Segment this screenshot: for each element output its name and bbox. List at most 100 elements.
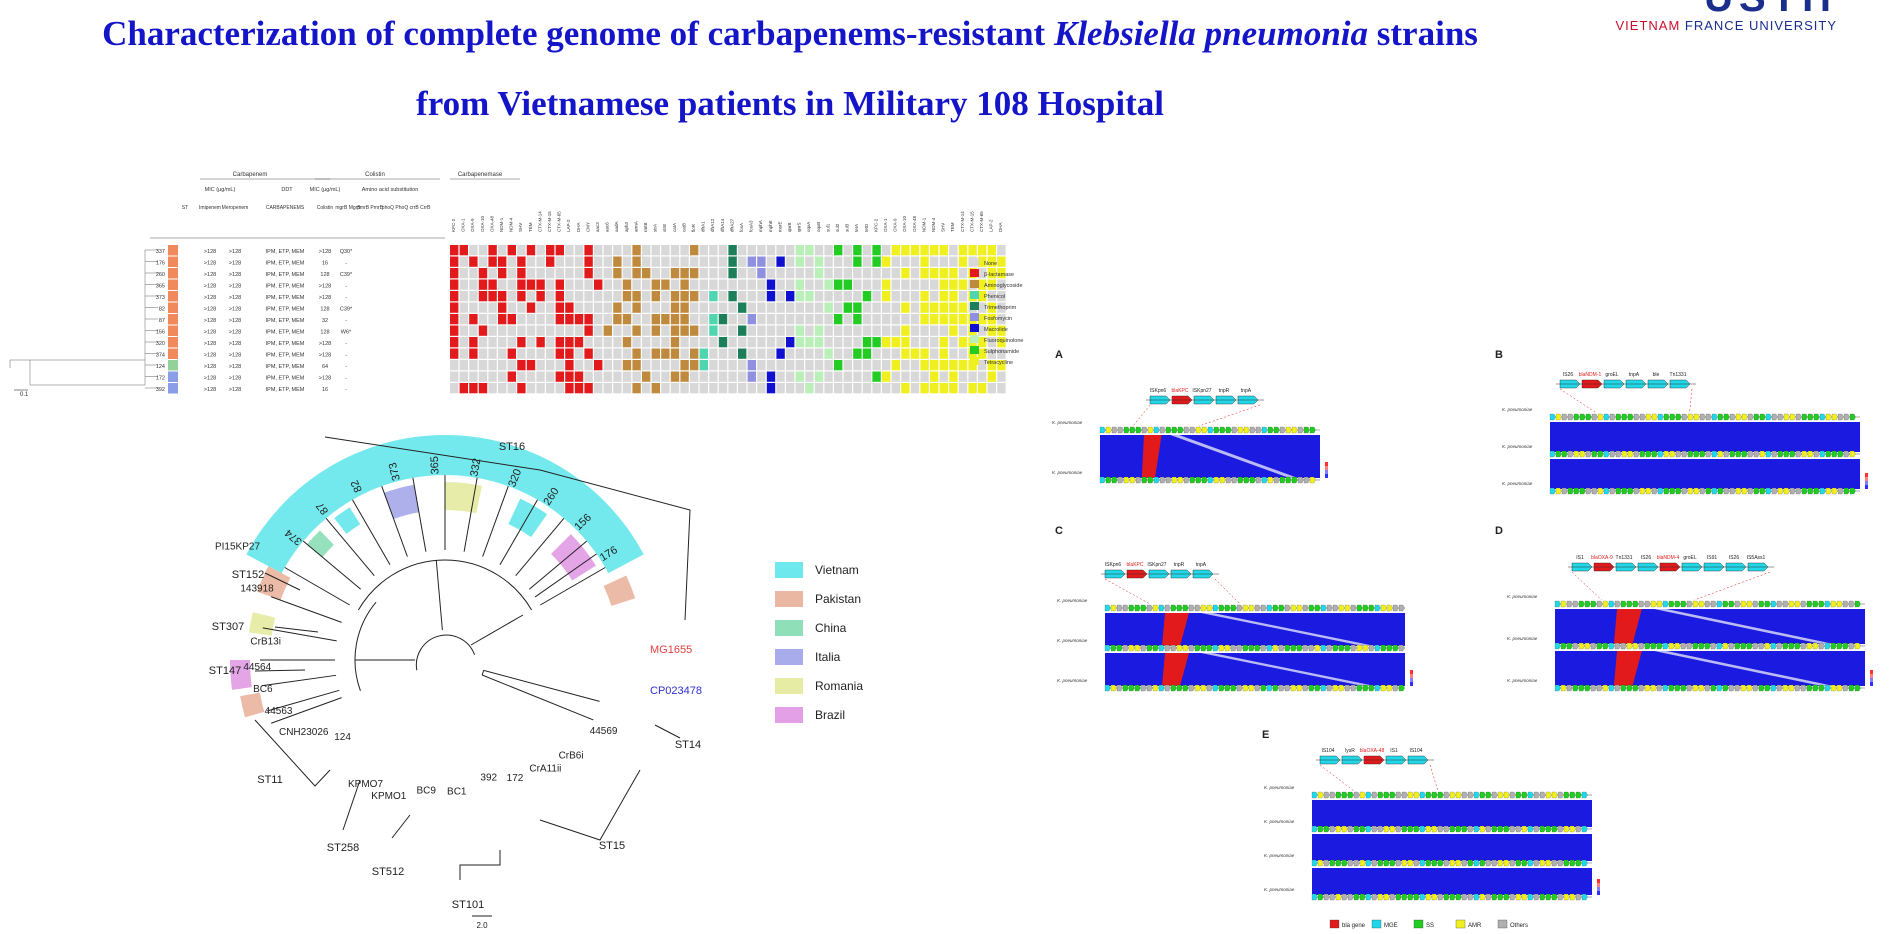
gene-cell — [651, 302, 660, 313]
gene-arrow — [1350, 684, 1357, 692]
gene-arrow — [1723, 450, 1730, 458]
gene-cell — [661, 279, 670, 290]
gene-arrow — [1818, 600, 1825, 608]
gene-cell — [738, 256, 747, 267]
gene-cell — [498, 360, 507, 371]
gene-arrow — [1615, 450, 1622, 458]
gene-cell — [526, 245, 536, 256]
tree-branch — [528, 540, 588, 590]
zoom-gene-label: ISKpn6 — [1150, 388, 1167, 394]
gene-arrow — [1332, 644, 1339, 652]
gene-arrow — [1584, 600, 1591, 608]
gene-cell — [891, 256, 900, 267]
gene-arrow — [1105, 426, 1112, 434]
gene-cell — [882, 325, 891, 336]
gene-cell — [450, 360, 459, 371]
gene-arrow — [1254, 604, 1261, 612]
gene-arrow — [1266, 644, 1273, 652]
zoom-guide — [1559, 388, 1597, 414]
gene-arrow — [1843, 487, 1850, 495]
gene-cell — [478, 279, 488, 290]
gene-column-header: OXA-10 — [902, 215, 907, 232]
gene-column-header: fosA — [739, 223, 744, 232]
gene-column-header: CTX-M-14 — [960, 211, 965, 232]
alignment-band — [1550, 459, 1860, 489]
gene-cell — [670, 325, 680, 336]
gene-arrow — [1515, 859, 1522, 867]
gene-cell — [507, 245, 516, 256]
gene-cell — [728, 245, 737, 256]
country-legend-swatch — [775, 591, 803, 607]
gene-cell — [776, 302, 785, 313]
gene-arrow — [1188, 604, 1195, 612]
gene-arrow — [1687, 413, 1694, 421]
gene-column-header: aph3 — [624, 221, 629, 232]
gene-arrow — [1578, 684, 1585, 692]
gene-cell — [594, 348, 603, 359]
identity-colorbar — [1597, 879, 1600, 883]
gene-arrow — [1551, 825, 1558, 833]
gene-cell — [555, 245, 564, 256]
gene-cell — [718, 291, 728, 302]
gene-cell — [786, 256, 795, 267]
zoom-guide — [1198, 404, 1261, 427]
gene-arrow — [1795, 450, 1802, 458]
gene-arrow — [1242, 684, 1249, 692]
gene-arrow — [1260, 684, 1267, 692]
gene-cell — [469, 302, 478, 313]
gene-cell — [574, 383, 584, 394]
gene-cell — [805, 245, 814, 256]
alignment-band — [1550, 422, 1860, 452]
gene-arrow — [1242, 644, 1249, 652]
colistin-mic: 128 — [320, 272, 329, 278]
gene-arrow — [1356, 604, 1363, 612]
ddt-value: IPM, ETP, MEM — [266, 295, 305, 301]
gene-arrow — [1285, 426, 1292, 434]
zoom-gene-label: tnpR — [1174, 562, 1185, 568]
gene-arrow — [1735, 487, 1742, 495]
ddt-value: IPM, ETP, MEM — [266, 272, 305, 278]
gene-arrow — [1371, 859, 1378, 867]
leaf-label: 124 — [334, 732, 351, 743]
gene-cell — [498, 245, 507, 256]
track-label: K. pneumoniae — [1507, 594, 1538, 599]
gene-arrow — [1746, 642, 1753, 650]
colistin-mic: 16 — [322, 261, 328, 267]
gene-cell — [901, 371, 910, 382]
gene-cell — [459, 337, 468, 348]
gene-arrow — [1770, 600, 1777, 608]
gene-cell — [776, 383, 785, 394]
gene-arrow — [1314, 684, 1321, 692]
gene-arrow — [1140, 604, 1147, 612]
gene-arrow — [1806, 642, 1813, 650]
gene-cell — [853, 279, 862, 290]
gene-cell — [939, 268, 948, 279]
gene-cell — [546, 383, 555, 394]
gene-cell — [728, 383, 737, 394]
gene-arrow — [1758, 642, 1765, 650]
gene-cell — [987, 302, 996, 313]
gene-cell — [997, 302, 1006, 313]
gene-column-header: NDM-4 — [931, 217, 936, 232]
gene-arrow — [1608, 684, 1615, 692]
gene-cell — [795, 371, 804, 382]
ddt-value: IPM, ETP, MEM — [266, 341, 305, 347]
gene-cell — [642, 325, 651, 336]
gene-arrow — [1614, 684, 1621, 692]
gene-arrow — [1359, 825, 1366, 833]
gene-cell — [978, 279, 987, 290]
gene-cell — [834, 337, 843, 348]
gene-arrow — [1308, 644, 1315, 652]
leaf-label: 373 — [387, 461, 403, 482]
gene-arrow — [1515, 825, 1522, 833]
gene-arrow — [1716, 600, 1723, 608]
gene-arrow — [1771, 487, 1778, 495]
meropenem-mic: >128 — [229, 353, 241, 359]
country-band-brazil — [230, 660, 252, 690]
gene-cell — [786, 348, 795, 359]
meropenem-mic: >128 — [229, 364, 241, 370]
track-label: K. pneumoniae — [1264, 887, 1295, 892]
tree-branch — [482, 485, 509, 557]
tree-branch — [284, 567, 350, 606]
